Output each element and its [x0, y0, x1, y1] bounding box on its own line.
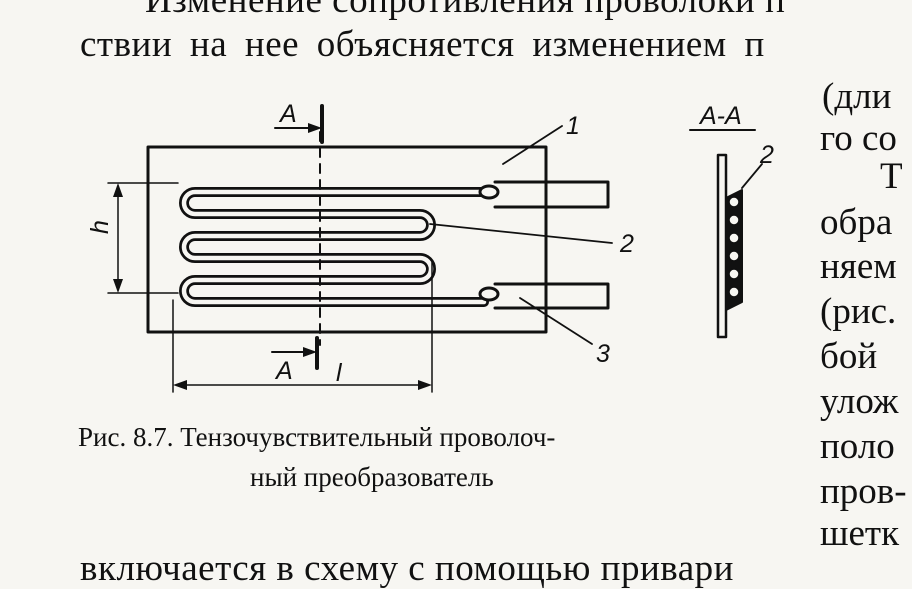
section-view-substrate: [716, 153, 728, 339]
callout-3: 3: [596, 340, 610, 368]
callout-2: 2: [619, 230, 634, 258]
section-arrowhead-bottom: [303, 347, 317, 357]
right-column-line-10: пров-: [820, 471, 907, 512]
wire-section-6: [728, 286, 740, 298]
body-text-line-top-1: Изменение сопротивления проволоки п: [145, 0, 786, 21]
lead-strip-bottom: [493, 282, 610, 310]
right-column-line-7: бой: [820, 336, 878, 377]
label-dim-h: h: [86, 220, 114, 234]
leader-2-section: [741, 163, 763, 189]
right-column-line-6: (рис.: [820, 291, 897, 332]
wire-section-3: [728, 232, 740, 244]
dim-l-arrow-left: [173, 380, 187, 390]
right-column-line-11: шетк: [820, 513, 900, 554]
label-dim-l: l: [336, 359, 343, 387]
wire-section-4: [728, 250, 740, 262]
substrate-rect: [146, 145, 548, 334]
weld-point-bottom: [478, 286, 500, 302]
label-section-bottom: A: [274, 357, 293, 385]
figure-caption-line-2: ный преобразователь: [250, 462, 494, 492]
label-section-top: A: [278, 100, 297, 128]
callout-2-section: 2: [759, 141, 774, 169]
dim-h-arrow-top: [113, 183, 123, 197]
right-column-line-4: обра: [820, 202, 893, 243]
right-column-line-3: Т: [880, 156, 903, 197]
right-column-line-1: (дли: [822, 76, 892, 117]
lead-strip-top: [493, 180, 610, 209]
wire-section-2: [728, 214, 740, 226]
wire-grid-inner: [181, 189, 487, 305]
callout-1: 1: [566, 112, 580, 140]
wire-section-5: [728, 268, 740, 280]
right-column-line-8: улож: [820, 381, 899, 422]
leader-2: [429, 223, 613, 244]
dim-l-arrow-right: [418, 380, 432, 390]
section-arrowhead-top: [308, 123, 322, 133]
dim-h-arrow-bottom: [113, 279, 123, 293]
body-text-line-bottom: включается в схему с помощью привари: [80, 548, 734, 589]
label-section-view: A-A: [698, 102, 742, 130]
body-text-line-top-2: ствии на нее объясняется изменением п: [80, 24, 765, 65]
leader-1: [502, 125, 563, 165]
weld-point-top: [478, 184, 500, 200]
right-column-line-2: го со: [820, 118, 897, 159]
right-column-line-5: няем: [820, 246, 897, 287]
figure-caption-line-1: Рис. 8.7. Тензочувствительный проволоч-: [78, 422, 556, 452]
wire-section-1: [728, 196, 740, 208]
right-column-line-9: поло: [820, 426, 895, 467]
wire-grid-outer: [179, 187, 489, 307]
leader-3: [519, 297, 593, 345]
